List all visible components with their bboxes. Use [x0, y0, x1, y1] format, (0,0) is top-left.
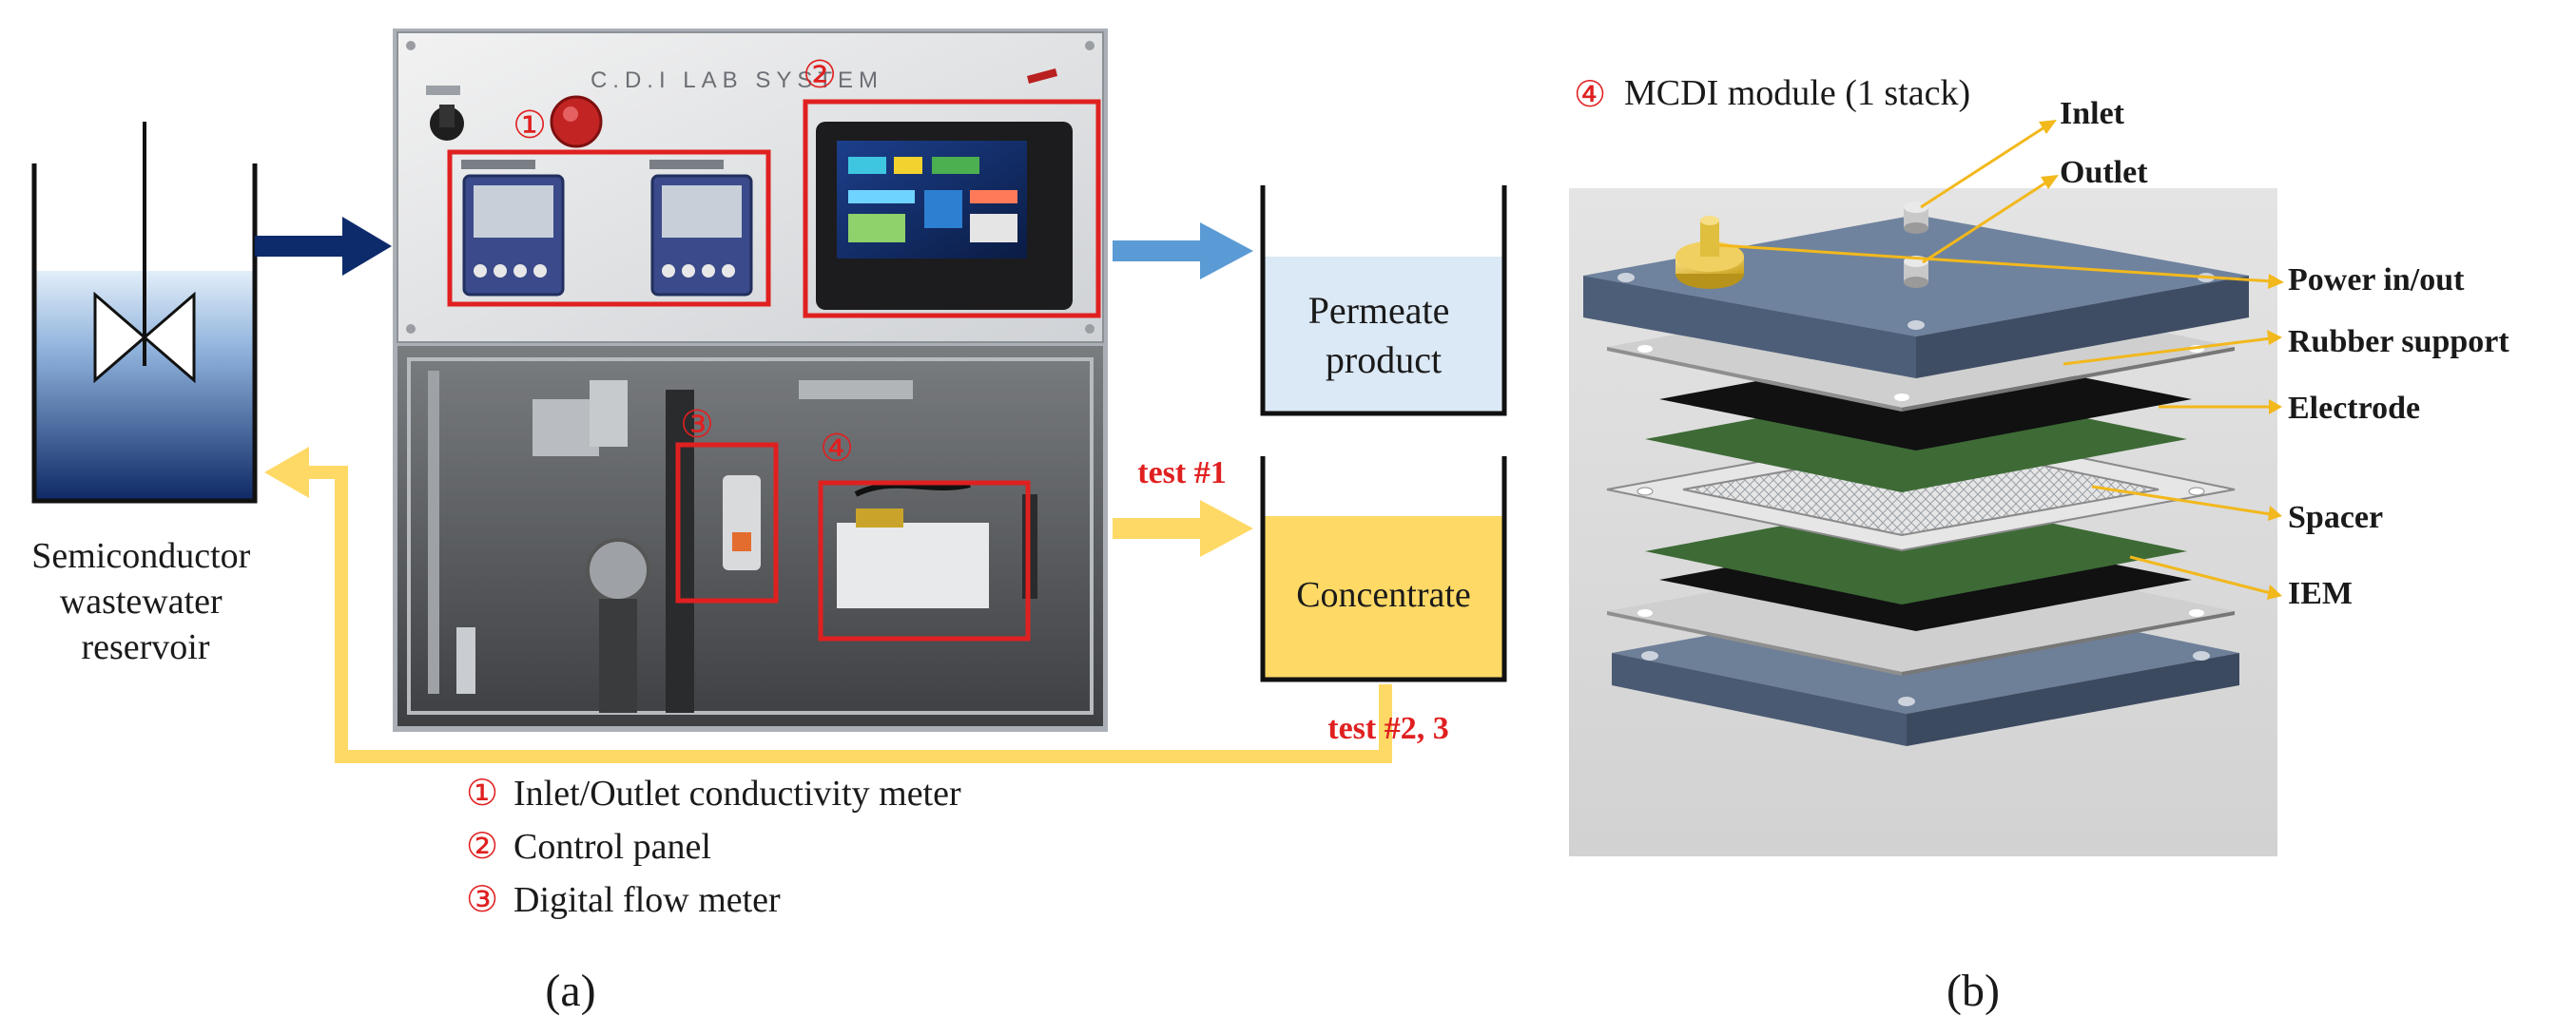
callout-number-1: ①	[513, 104, 547, 146]
cabinet-title: C.D.I LAB SYSTEM	[591, 67, 883, 93]
power-arrow	[1718, 243, 2274, 283]
cdi-lab-system-photo: C.D.I LAB SYSTEM	[393, 29, 1108, 732]
test-1-label: test #1	[1137, 455, 1226, 490]
panel-a: Semiconductor wastewater reservoir C.D.I…	[31, 29, 1507, 1016]
caption-b: (b)	[1947, 966, 2000, 1016]
spacer-arrow	[2091, 485, 2272, 516]
inlet-port-icon	[1904, 201, 1928, 234]
power-terminal-icon	[1675, 216, 1744, 289]
legend-marker-1: ①	[466, 774, 498, 814]
recirculation-loop-yellow	[264, 447, 1392, 763]
callout-boxes	[447, 99, 1101, 642]
permeate-tank	[1260, 185, 1507, 416]
permeate-label: Permeate product	[1308, 289, 1460, 381]
reservoir-label: Semiconductor wastewater reservoir	[31, 536, 260, 667]
inlet-label: Inlet	[2060, 96, 2125, 131]
stirrer-impeller-icon	[93, 291, 147, 384]
label-arrows	[1718, 120, 2284, 600]
power-label: Power in/out	[2288, 262, 2465, 297]
outlet-label: Outlet	[2060, 155, 2148, 190]
plug-icon	[1027, 68, 1057, 84]
callout-box-1	[447, 149, 771, 307]
emergency-stop-icon	[550, 95, 603, 148]
iem-label: IEM	[2288, 576, 2353, 611]
legend-text-1: Inlet/Outlet conductivity meter	[513, 774, 961, 814]
callout-number-3: ③	[680, 403, 714, 446]
permeate-arrow-blue	[1113, 222, 1253, 279]
iem-arrow	[2129, 555, 2272, 595]
feed-arrow-navy	[255, 217, 392, 276]
wastewater-reservoir-tank	[31, 122, 258, 504]
stack-labels: Inlet Outlet Power in/out Rubber support…	[2060, 96, 2509, 611]
panel-b: ④ MCDI module (1 stack)	[1569, 73, 2509, 1016]
callout-numbers: ① ② ③ ④	[513, 53, 854, 470]
rubber-arrow	[2063, 336, 2272, 366]
outlet-arrow	[1922, 179, 2050, 264]
concentrate-label: Concentrate	[1296, 575, 1471, 615]
callout-box-2	[803, 99, 1101, 318]
mcdi-module-photo	[837, 523, 989, 608]
module-marker: ④	[1574, 75, 1606, 115]
bottom-iem	[1645, 498, 2187, 604]
callout-box-4	[818, 480, 1031, 642]
legend-text-3: Digital flow meter	[513, 880, 781, 920]
rubber-support-label: Rubber support	[2288, 324, 2509, 359]
mcdi-stack	[1583, 201, 2249, 746]
legend-marker-3: ③	[466, 880, 498, 920]
legend-marker-2: ②	[466, 827, 498, 867]
spacer-label: Spacer	[2288, 500, 2383, 535]
inlet-arrow	[1920, 124, 2048, 209]
callout-box-3	[675, 442, 779, 604]
electrode-label: Electrode	[2288, 391, 2420, 426]
concentrate-arrow-yellow	[1113, 500, 1253, 557]
callout-number-2: ②	[803, 53, 837, 96]
legend: ① Inlet/Outlet conductivity meter ② Cont…	[466, 774, 961, 920]
concentrate-tank	[1260, 456, 1507, 682]
module-title: MCDI module (1 stack)	[1624, 73, 1970, 113]
caption-a: (a)	[545, 966, 595, 1016]
legend-text-2: Control panel	[513, 827, 711, 867]
callout-number-4: ④	[820, 427, 854, 470]
test-23-label: test #2, 3	[1327, 711, 1448, 746]
